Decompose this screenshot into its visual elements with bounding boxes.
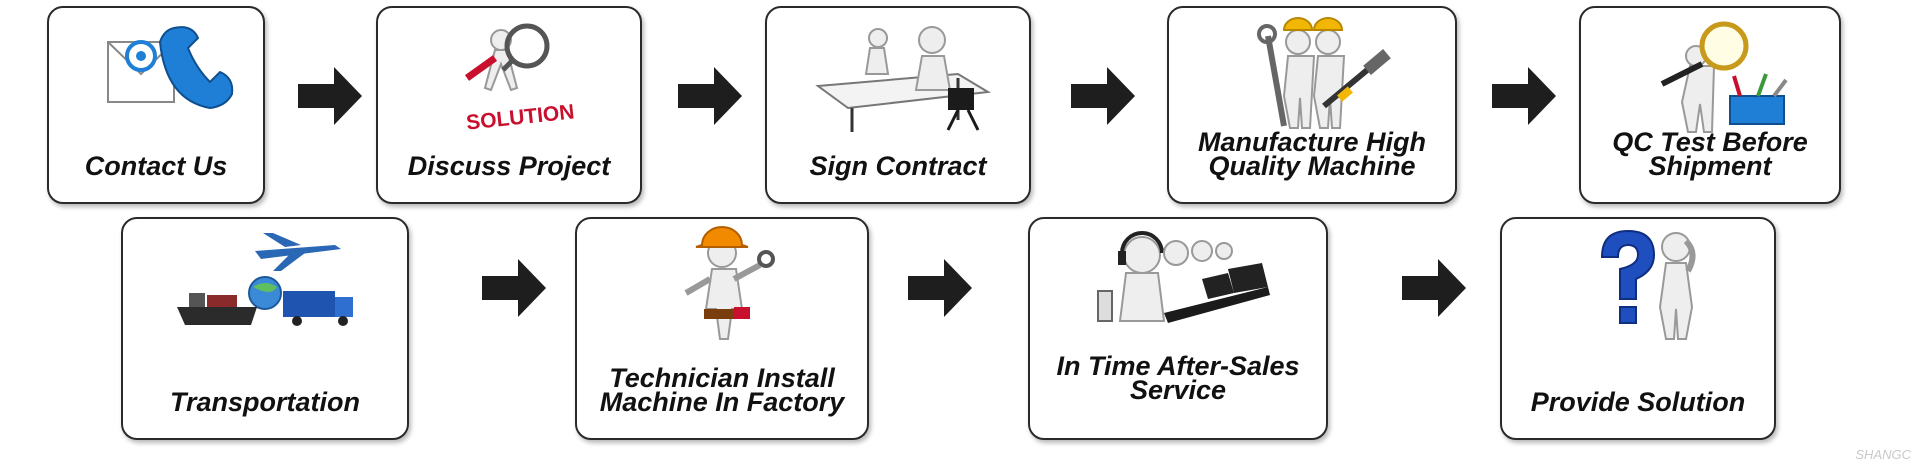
watermark-text: SHANGC: [1855, 447, 1911, 462]
step-label: QC Test Before Shipment: [1612, 127, 1808, 181]
step-card-sign: Sign Contract: [765, 6, 1031, 204]
ship-plane-truck-icon: [123, 229, 407, 347]
phone-email-icon: [49, 16, 263, 134]
workers-tools-icon: [1169, 16, 1455, 134]
step-card-manufacture: Manufacture High Quality Machine: [1167, 6, 1457, 204]
step-card-install: Technician Install Machine In Factory: [575, 217, 869, 440]
step-label: In Time After-Sales Service: [1056, 351, 1300, 405]
question-mark-person-icon: [1502, 223, 1774, 341]
arrow-right-icon: [298, 67, 362, 125]
arrow-right-icon: [1492, 67, 1556, 125]
step-label: Provide Solution: [1530, 387, 1746, 417]
arrow-right-icon: [1402, 259, 1466, 317]
arrow-right-icon: [482, 259, 546, 317]
step-label: Manufacture High Quality Machine: [1197, 127, 1426, 181]
step-label: Transportation: [169, 387, 360, 417]
arrow-right-icon: [908, 259, 972, 317]
arrow-right-icon: [1071, 67, 1135, 125]
step-card-contact: Contact Us: [47, 6, 265, 204]
qc-magnifier-toolbox-icon: [1581, 16, 1839, 134]
magnifier-solution-icon: SOLUTION: [378, 16, 640, 134]
desk-meeting-icon: [767, 16, 1029, 134]
solution-sign-text: SOLUTION: [465, 100, 575, 134]
step-label: Discuss Project: [407, 151, 611, 181]
technician-wrench-icon: [577, 223, 867, 341]
step-label: Sign Contract: [809, 151, 987, 181]
step-card-solution: Provide Solution: [1500, 217, 1776, 440]
arrow-right-icon: [678, 67, 742, 125]
step-label: Contact Us: [84, 151, 228, 181]
step-card-qc: QC Test Before Shipment: [1579, 6, 1841, 204]
step-label: Technician Install Machine In Factory: [599, 363, 845, 417]
step-card-discuss: SOLUTION Discuss Project: [376, 6, 642, 204]
call-center-icon: [1030, 223, 1326, 341]
step-card-aftersales: In Time After-Sales Service: [1028, 217, 1328, 440]
step-card-transport: Transportation: [121, 217, 409, 440]
